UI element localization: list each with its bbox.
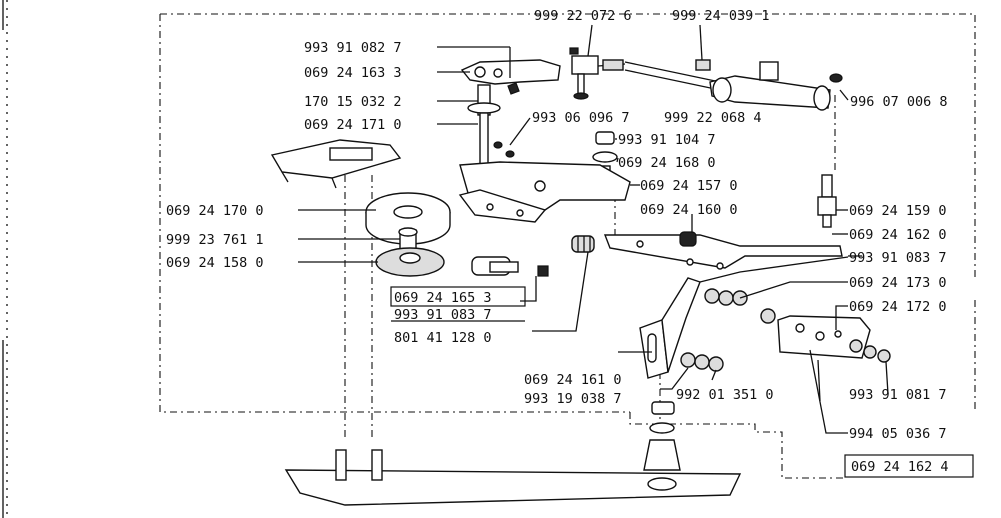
label-993-91-104-7: 993 91 104 7 [618,132,716,148]
label-996-07-006-8: 996 07 006 8 [850,94,948,110]
label-069-24-170-0: 069 24 170 0 [166,203,264,219]
label-069-24-159-0: 069 24 159 0 [849,203,947,219]
label-069-24-158-0: 069 24 158 0 [166,255,264,271]
label-993-06-096-7: 993 06 096 7 [532,110,630,126]
cover-plate-part [270,139,402,189]
label-069-24-165-3: 069 24 165 3 [394,290,492,306]
label-069-24-173-0: 069 24 173 0 [849,275,947,291]
spring-part [571,235,595,253]
label-frames [390,286,974,478]
label-993-91-082-7: 993 91 082 7 [304,40,402,56]
label-069-24-161-0: 069 24 161 0 [524,372,622,388]
label-069-24-157-0: 069 24 157 0 [640,178,738,194]
label-170-15-032-2: 170 15 032 2 [304,94,402,110]
pneumatic-cylinder-part [695,59,843,111]
right-plate-part [777,315,891,363]
label-069-24-163-3: 069 24 163 3 [304,65,402,81]
part-number-labels: 993 91 082 7 069 24 163 3 170 15 032 2 0… [166,8,949,475]
threaded-post-part [817,174,837,228]
label-999-24-039-1: 999 24 039 1 [672,8,770,24]
adjust-foot-part [643,401,681,471]
label-994-05-036-7: 994 05 036 7 [849,426,947,442]
label-999-22-072-6: 999 22 072 6 [534,8,632,24]
assembly-boundary [159,13,976,479]
label-999-23-761-1: 999 23 761 1 [166,232,264,248]
upper-left-clamp-part [460,59,561,95]
leader-lines [298,24,889,434]
label-069-24-162-0: 069 24 162 0 [849,227,947,243]
label-999-22-068-4: 999 22 068 4 [664,110,762,126]
label-993-91-083-7-left: 993 91 083 7 [394,307,492,323]
label-069-24-171-0: 069 24 171 0 [304,117,402,133]
label-069-24-160-0: 069 24 160 0 [640,202,738,218]
label-069-24-162-4: 069 24 162 4 [851,459,949,475]
label-993-19-038-7: 993 19 038 7 [524,391,622,407]
connecting-rod-part [569,47,721,100]
label-069-24-172-0: 069 24 172 0 [849,299,947,315]
base-plate-part [284,449,742,506]
lever-plate-part [603,231,843,270]
label-993-91-081-7: 993 91 081 7 [849,387,947,403]
gear-part [375,227,445,277]
screw-set-mid [680,288,776,372]
angle-bracket-part [639,277,701,379]
label-069-24-168-0: 069 24 168 0 [618,155,716,171]
label-993-91-083-7-right: 993 91 083 7 [849,250,947,266]
stud-pin-part [467,84,501,166]
label-801-41-128-0: 801 41 128 0 [394,330,492,346]
lever-part [471,256,549,277]
label-992-01-351-0: 992 01 351 0 [676,387,774,403]
page-edge-marks [2,0,8,518]
main-bracket-part [458,161,631,223]
